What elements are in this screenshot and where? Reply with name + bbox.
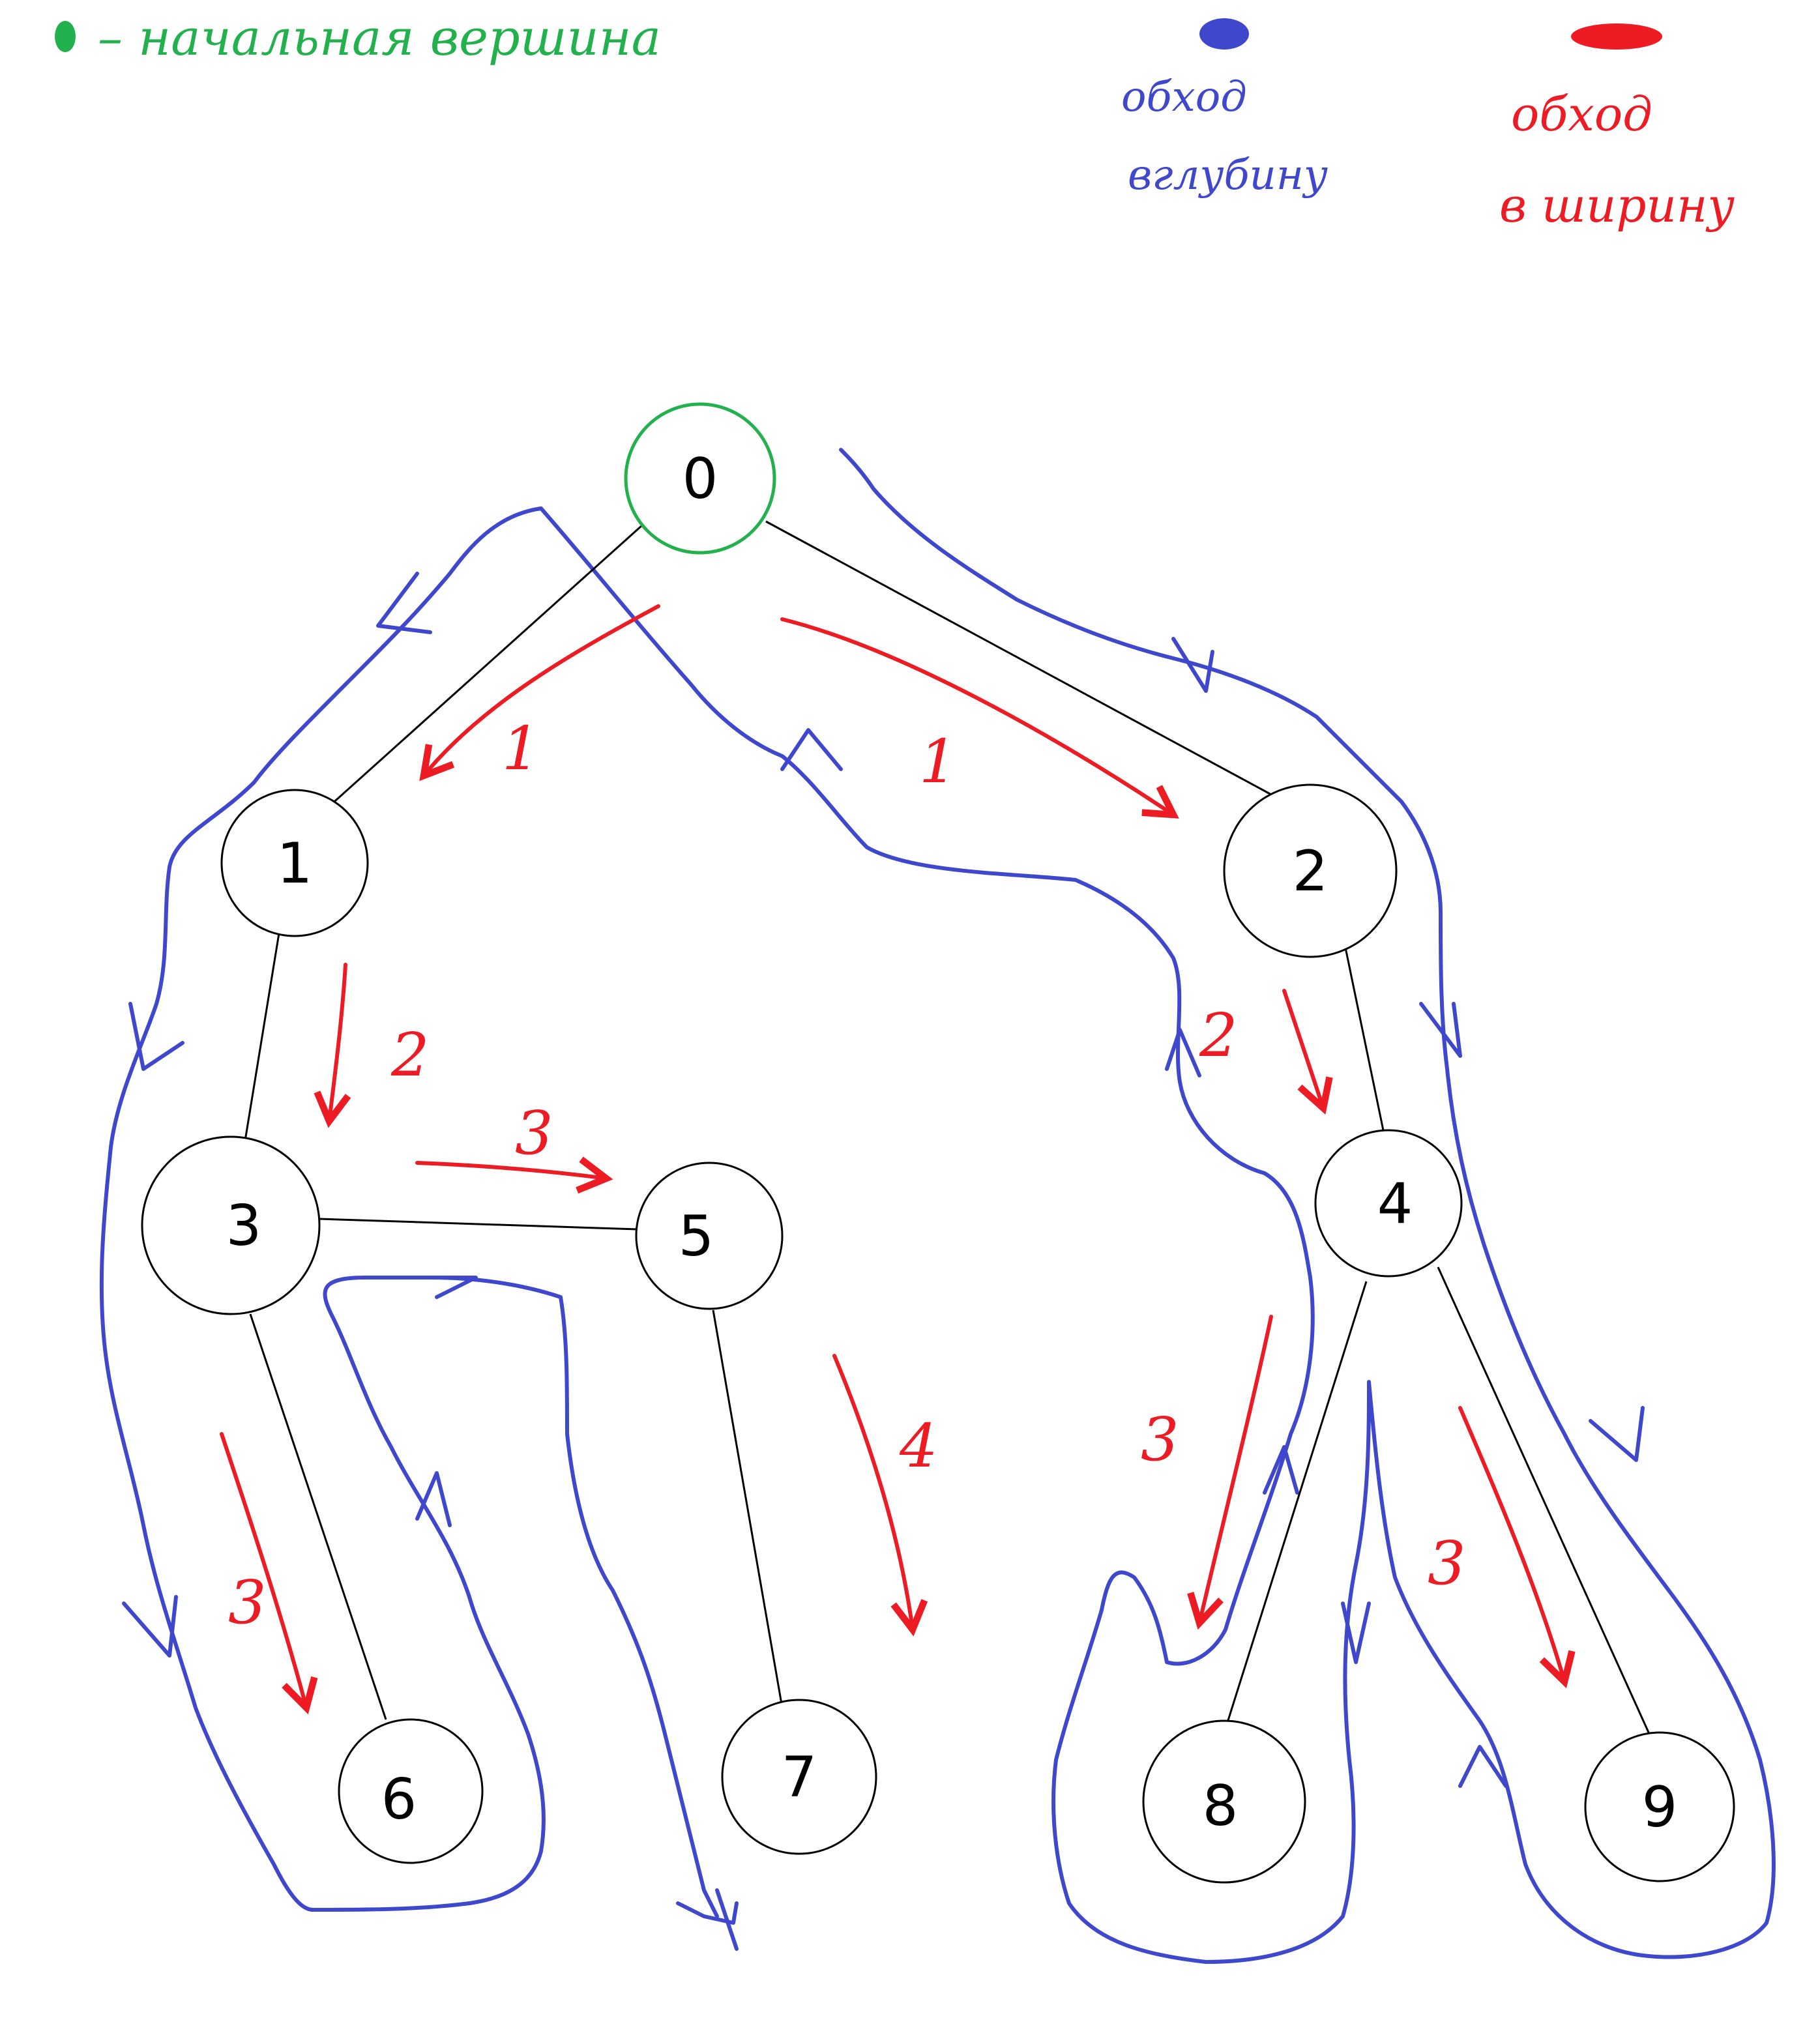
svg-text:9: 9 [1642,1775,1678,1840]
node-1: 1 [220,789,369,937]
edge-0-1 [329,524,643,807]
bfs-step-4-8: 3 [1141,1405,1179,1474]
edge-3-6 [249,1313,387,1720]
bfs-step-0-2: 1 [919,727,958,797]
bfs-arrow-5-7 [832,1354,928,1637]
bfs-step-0-1: 1 [502,714,540,783]
node-4: 4 [1314,1129,1463,1278]
svg-text:2: 2 [1293,839,1328,904]
dfs-traversal-path [99,448,1776,1964]
node-0: 0 [624,402,776,555]
dfs-path-left-outer [99,506,719,1918]
dfs-arrowhead [1589,1406,1645,1462]
svg-text:7: 7 [782,1745,817,1810]
bfs-step-3-6: 3 [228,1568,267,1637]
dfs-arrowhead [376,572,432,634]
svg-text:3: 3 [226,1193,262,1259]
node-8: 8 [1142,1719,1306,1884]
dfs-arrowhead [1341,1601,1371,1664]
node-7: 7 [721,1699,877,1855]
legend-bfs-label-line2: в ширину [1499,178,1735,233]
dfs-path-right [539,448,1776,1964]
start-vertex-legend-dot [55,21,76,52]
bfs-arrow-3-6 [220,1432,318,1715]
svg-text:8: 8 [1203,1774,1239,1839]
bfs-arrow-4-8 [1187,1315,1273,1630]
edge-4-9 [1437,1266,1651,1734]
dfs-arrowhead [122,1595,178,1658]
node-6: 6 [338,1718,484,1864]
dfs-path-tail-7 [676,1888,739,1951]
dfs-arrowhead [428,1276,478,1299]
graph-nodes: 0 1 2 3 4 5 6 7 [141,402,1735,1884]
dfs-arrowhead [780,728,843,771]
bfs-arrow-0-1 [419,604,660,782]
svg-text:5: 5 [679,1204,714,1269]
legend-start-vertex-label: – начальная вершина [98,8,661,66]
bfs-legend-dot [1571,23,1662,50]
bfs-arrow-3-5 [415,1156,613,1194]
edge-2-4 [1344,947,1385,1131]
bfs-step-1-3: 2 [390,1020,430,1090]
bfs-arrows [220,604,1576,1715]
edge-5-7 [712,1309,784,1708]
svg-text:1: 1 [277,831,313,896]
bfs-arrow-1-3 [314,963,351,1128]
edge-4-8 [1224,1281,1368,1729]
legend-bfs-label-line1: обход [1511,87,1652,141]
dfs-legend-dot [1199,18,1249,50]
dfs-arrowhead [1165,1028,1201,1077]
svg-text:6: 6 [381,1767,417,1832]
dfs-arrowhead [1263,1445,1299,1495]
edge-0-2 [765,520,1273,797]
svg-text:4: 4 [1377,1171,1413,1236]
node-2: 2 [1223,783,1398,958]
svg-text:0: 0 [682,446,718,512]
dfs-arrowhead [1171,637,1214,693]
node-5: 5 [635,1162,784,1310]
node-3: 3 [141,1135,321,1315]
legend-dfs-label-line2: вглубину [1128,151,1328,199]
bfs-arrow-4-9 [1458,1406,1576,1689]
legend-dfs-label-line1: обход [1121,73,1247,121]
graph-edges [244,520,1651,1734]
bfs-step-5-7: 4 [899,1411,938,1481]
edge-3-5 [319,1218,638,1231]
dfs-arrowhead [1419,1002,1462,1058]
edge-1-3 [244,933,280,1141]
dfs-arrowhead [128,1002,184,1071]
bfs-step-4-9: 3 [1428,1528,1466,1598]
bfs-arrow-0-2 [780,617,1179,819]
legend: – начальная вершина обход вглубину обход… [55,8,1735,233]
dfs-arrowhead [415,1471,452,1527]
bfs-arrow-2-4 [1282,989,1333,1115]
bfs-step-3-5: 3 [515,1098,553,1168]
bfs-step-2-4: 2 [1199,1001,1238,1070]
node-9: 9 [1584,1731,1735,1882]
dfs-arrowhead [1458,1745,1508,1788]
bfs-step-labels: 1 1 2 3 3 2 3 3 4 [228,714,1466,1637]
